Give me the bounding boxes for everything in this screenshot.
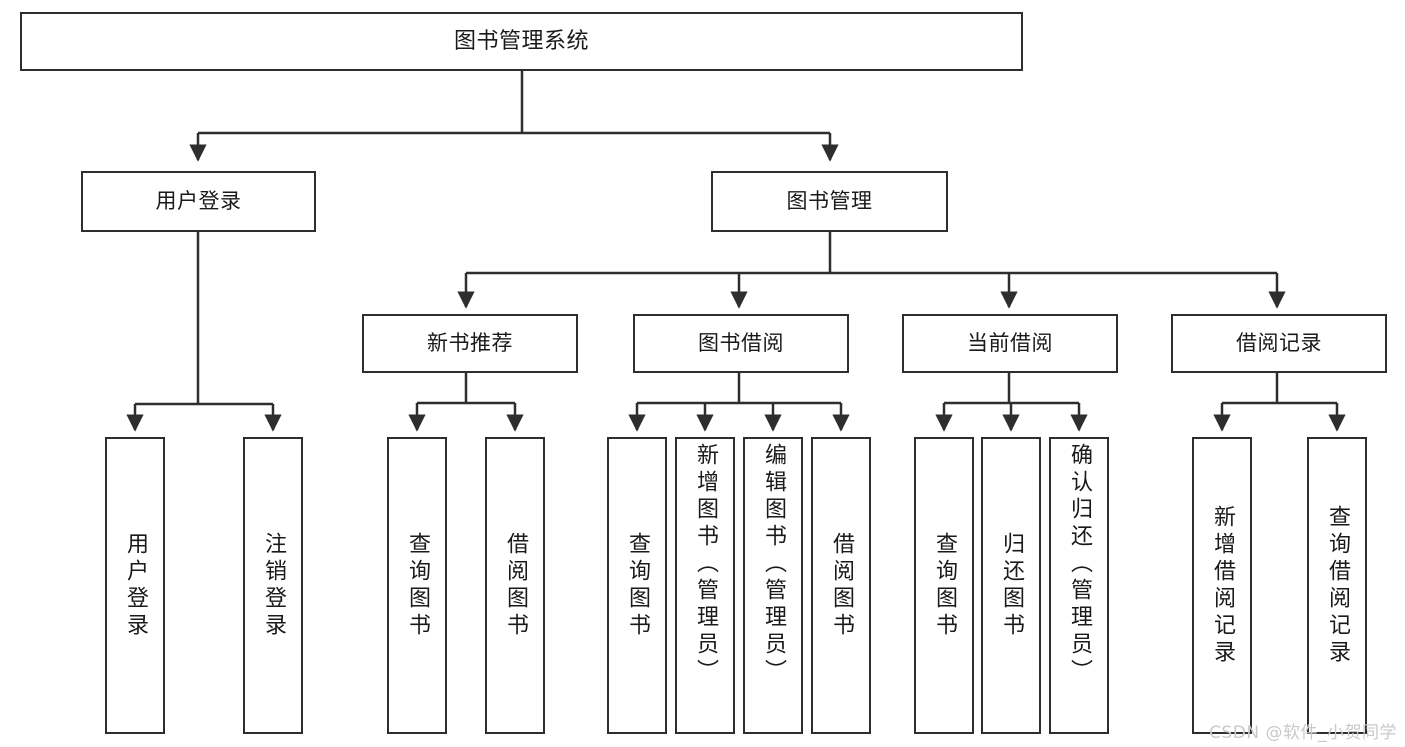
node-leaf-return-book[interactable]: 归还图书 <box>981 437 1041 734</box>
csdn-watermark: CSDN @软件_小贺同学 <box>1209 723 1397 743</box>
node-leaf-user-login[interactable]: 用户登录 <box>105 437 165 734</box>
node-label: 用户登录 <box>123 531 148 640</box>
node-label: 确认归还（管理员） <box>1067 443 1092 686</box>
node-leaf-borrow-book-recommend[interactable]: 借阅图书 <box>485 437 545 734</box>
node-leaf-query-book-current[interactable]: 查询图书 <box>914 437 974 734</box>
node-root-system[interactable]: 图书管理系统 <box>20 12 1023 71</box>
node-leaf-query-book-borrow[interactable]: 查询图书 <box>607 437 667 734</box>
node-leaf-add-book-admin[interactable]: 新增图书（管理员） <box>675 437 735 734</box>
node-label: 归还图书 <box>999 531 1024 640</box>
node-label: 查询图书 <box>932 531 957 640</box>
node-label: 注销登录 <box>261 531 286 640</box>
node-label: 用户登录 <box>155 189 242 214</box>
node-leaf-add-borrow-record[interactable]: 新增借阅记录 <box>1192 437 1252 734</box>
node-current-borrow[interactable]: 当前借阅 <box>902 314 1118 373</box>
node-label: 借阅图书 <box>503 531 528 640</box>
node-new-book-recommend[interactable]: 新书推荐 <box>362 314 578 373</box>
node-leaf-borrow-book[interactable]: 借阅图书 <box>811 437 871 734</box>
node-label: 查询图书 <box>405 531 430 640</box>
node-label: 新书推荐 <box>427 331 513 356</box>
node-user-login[interactable]: 用户登录 <box>81 171 316 232</box>
node-label: 查询图书 <box>625 531 650 640</box>
node-label: 借阅记录 <box>1236 331 1322 356</box>
node-label: 图书借阅 <box>698 331 784 356</box>
node-leaf-confirm-return-admin[interactable]: 确认归还（管理员） <box>1049 437 1109 734</box>
node-label: 图书管理 <box>786 189 873 214</box>
node-label: 当前借阅 <box>967 331 1053 356</box>
node-book-borrow[interactable]: 图书借阅 <box>633 314 849 373</box>
node-label: 编辑图书（管理员） <box>761 443 786 686</box>
node-leaf-logout[interactable]: 注销登录 <box>243 437 303 734</box>
node-leaf-query-borrow-record[interactable]: 查询借阅记录 <box>1307 437 1367 734</box>
node-leaf-query-book-recommend[interactable]: 查询图书 <box>387 437 447 734</box>
node-leaf-edit-book-admin[interactable]: 编辑图书（管理员） <box>743 437 803 734</box>
node-label: 借阅图书 <box>829 531 854 640</box>
node-book-management[interactable]: 图书管理 <box>711 171 948 232</box>
node-borrow-record[interactable]: 借阅记录 <box>1171 314 1387 373</box>
node-label: 新增借阅记录 <box>1210 504 1235 667</box>
node-label: 查询借阅记录 <box>1325 504 1350 667</box>
node-label: 新增图书（管理员） <box>693 443 718 686</box>
node-label: 图书管理系统 <box>453 28 589 54</box>
